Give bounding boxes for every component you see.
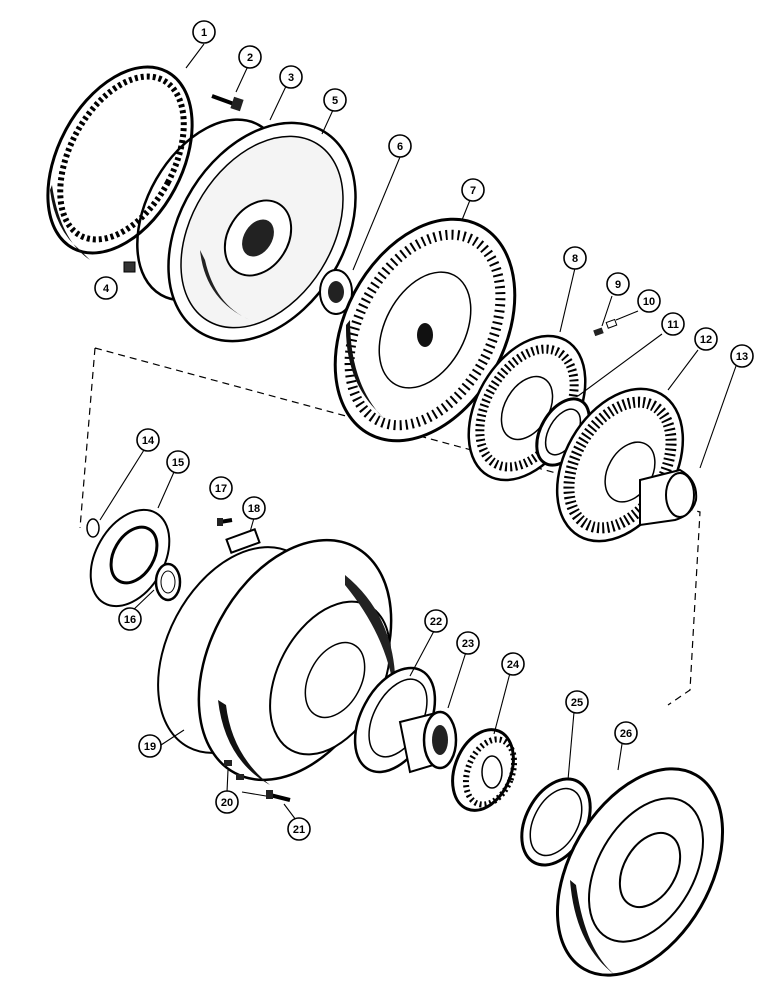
callout-18: 18 xyxy=(242,496,266,520)
callout-14: 14 xyxy=(136,428,160,452)
part-8-stator xyxy=(467,334,587,482)
svg-text:1: 1 xyxy=(201,27,207,39)
callout-25: 25 xyxy=(565,690,589,714)
part-26-rear-cover xyxy=(555,767,725,977)
svg-text:8: 8 xyxy=(572,253,578,265)
callout-5: 5 xyxy=(323,88,347,112)
svg-text:10: 10 xyxy=(643,296,655,308)
callout-15: 15 xyxy=(166,450,190,474)
svg-text:7: 7 xyxy=(470,185,476,197)
leader-lines xyxy=(99,43,737,821)
part-17-screw xyxy=(217,518,233,526)
svg-text:14: 14 xyxy=(142,435,155,447)
svg-text:13: 13 xyxy=(736,351,748,363)
svg-text:17: 17 xyxy=(215,483,227,495)
svg-text:6: 6 xyxy=(397,141,403,153)
svg-text:15: 15 xyxy=(172,457,184,469)
part-1-ring-gear xyxy=(46,65,194,260)
part-13-hub xyxy=(639,468,698,527)
part-23-bearing xyxy=(398,710,458,774)
svg-text:3: 3 xyxy=(288,72,294,84)
callout-8: 8 xyxy=(563,246,587,270)
svg-text:19: 19 xyxy=(144,741,156,753)
part-16-bushing xyxy=(154,562,182,602)
callout-4: 4 xyxy=(94,276,118,300)
callout-11: 11 xyxy=(661,312,685,336)
part-5-front-cover xyxy=(167,121,357,343)
part-15-plate xyxy=(89,508,171,608)
svg-text:4: 4 xyxy=(103,283,110,295)
part-21-screw xyxy=(266,790,291,802)
svg-text:16: 16 xyxy=(124,614,136,626)
svg-text:2: 2 xyxy=(247,52,253,64)
svg-text:18: 18 xyxy=(248,503,260,515)
svg-text:9: 9 xyxy=(615,279,621,291)
callout-17: 17 xyxy=(209,476,233,500)
svg-text:20: 20 xyxy=(221,797,233,809)
svg-text:26: 26 xyxy=(620,728,632,740)
svg-text:25: 25 xyxy=(571,697,583,709)
part-14-snap-ring xyxy=(86,518,100,538)
svg-text:11: 11 xyxy=(667,319,679,331)
callout-13: 13 xyxy=(730,344,754,368)
part-7-impeller xyxy=(333,217,517,443)
svg-text:21: 21 xyxy=(293,824,305,836)
part-20-bolts xyxy=(224,760,244,780)
part-2-bolt xyxy=(211,94,244,112)
callout-16: 16 xyxy=(118,607,142,631)
svg-text:23: 23 xyxy=(462,638,474,650)
svg-text:12: 12 xyxy=(700,334,712,346)
callout-24: 24 xyxy=(501,652,525,676)
part-10-key xyxy=(605,318,618,329)
callout-21: 21 xyxy=(287,817,311,841)
callout-10: 10 xyxy=(637,289,661,313)
callout-1: 1 xyxy=(192,20,216,44)
callout-22: 22 xyxy=(424,609,448,633)
callout-7: 7 xyxy=(461,178,485,202)
callout-12: 12 xyxy=(694,327,718,351)
callout-19: 19 xyxy=(138,734,162,758)
part-24-spur-gear xyxy=(451,728,518,812)
callout-3: 3 xyxy=(279,65,303,89)
callout-23: 23 xyxy=(456,631,480,655)
part-18-lock-plate xyxy=(225,528,261,554)
callout-6: 6 xyxy=(388,134,412,158)
svg-text:24: 24 xyxy=(507,659,520,671)
callout-20: 20 xyxy=(215,790,239,814)
part-6-bearing xyxy=(319,269,353,315)
part-4-nut xyxy=(123,261,136,273)
callout-9: 9 xyxy=(606,272,630,296)
callout-26: 26 xyxy=(614,721,638,745)
svg-text:22: 22 xyxy=(430,616,442,628)
callout-2: 2 xyxy=(238,45,262,69)
part-9-key xyxy=(593,327,604,337)
svg-text:5: 5 xyxy=(332,95,338,107)
